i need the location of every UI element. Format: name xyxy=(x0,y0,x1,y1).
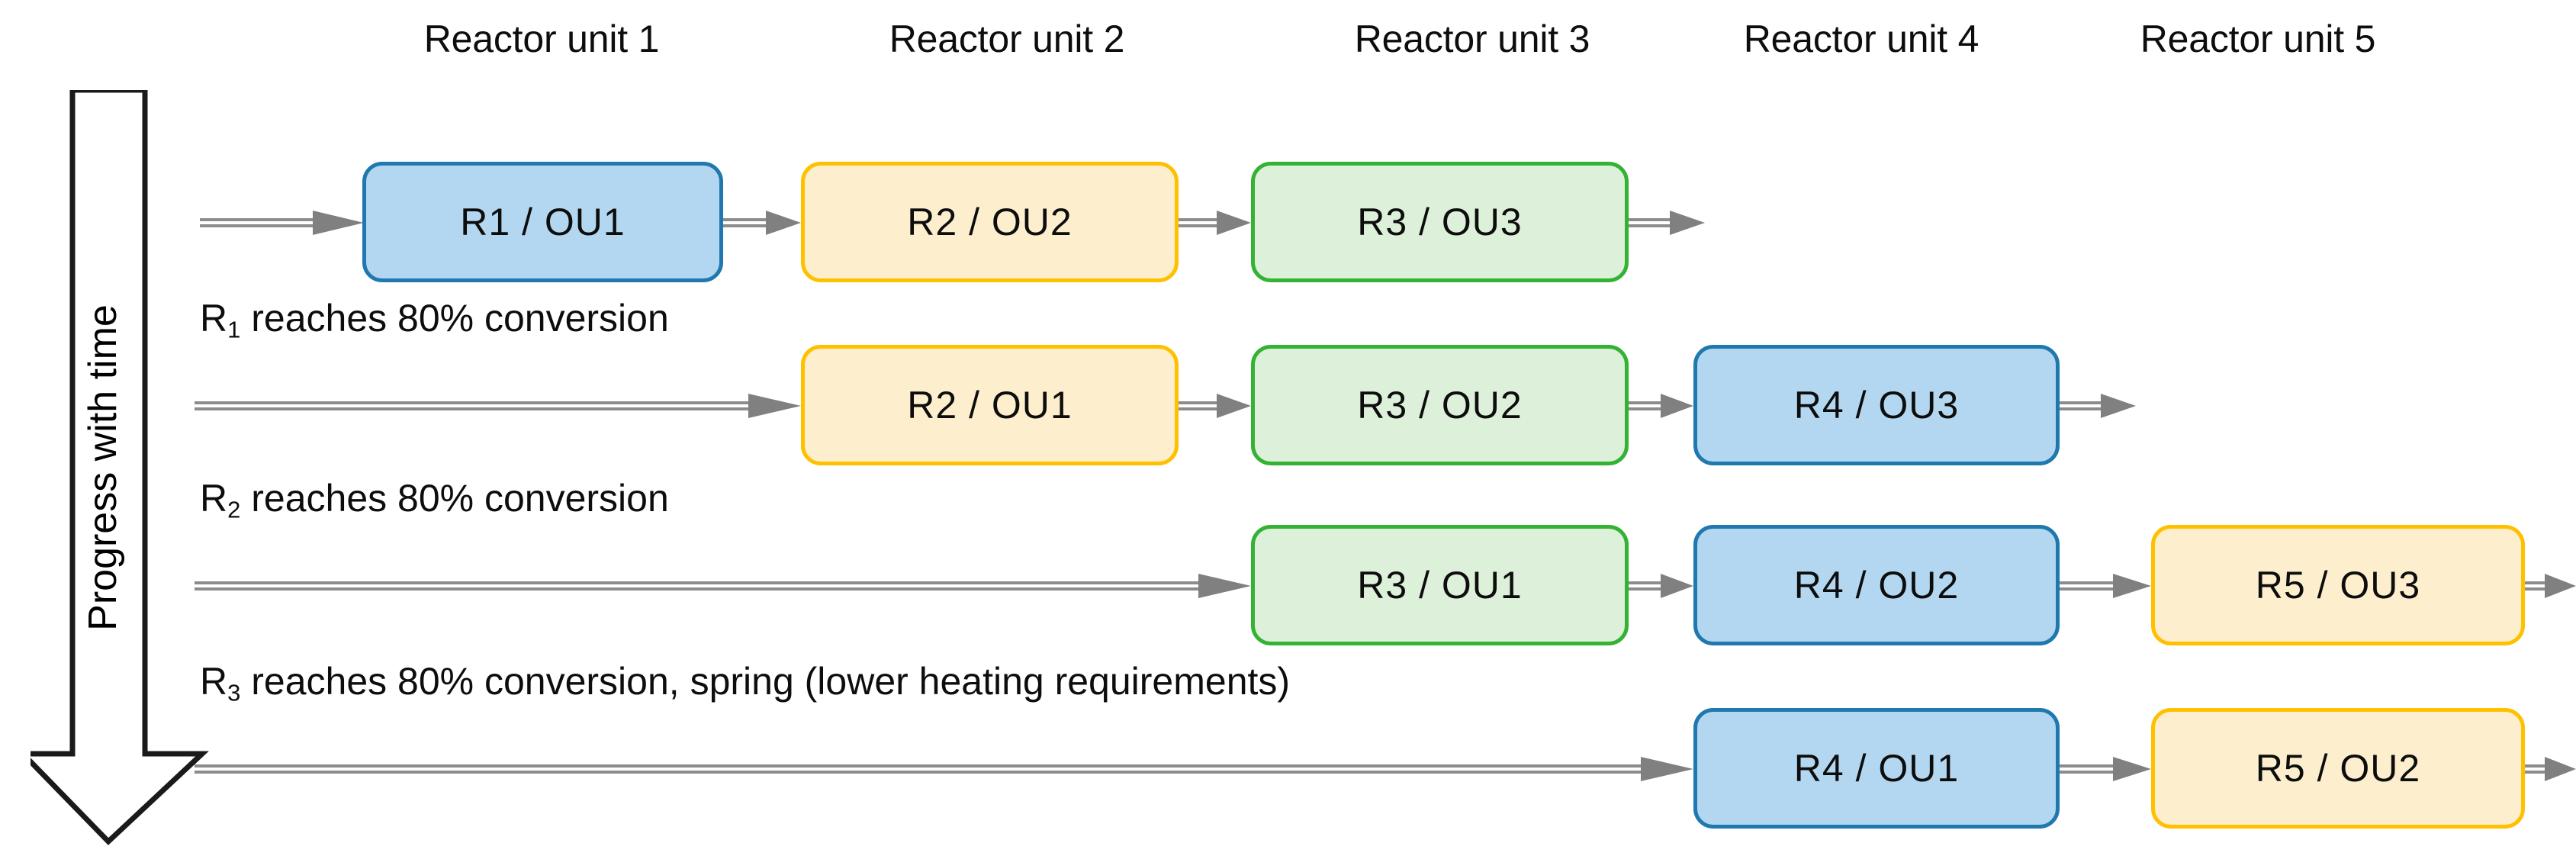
timeline-row-2: R1 reaches 80% conversion R2 / OU1 R3 / … xyxy=(0,299,2576,467)
row-label-r3-conversion: R3 reaches 80% conversion, spring (lower… xyxy=(200,662,1290,705)
feed-arrow-row-4 xyxy=(195,754,1693,784)
column-header-reactor-unit-5: Reactor unit 5 xyxy=(2140,18,2376,60)
process-box-r4-ou3[interactable]: R4 / OU3 xyxy=(1693,345,2060,465)
connector-arrow-row-3-a xyxy=(1629,571,1693,601)
feed-arrow-row-1 xyxy=(200,208,364,238)
process-box-r5-ou3[interactable]: R5 / OU3 xyxy=(2151,525,2525,645)
row-label-subscript: 2 xyxy=(227,497,241,523)
timeline-row-3: R2 reaches 80% conversion R3 / OU1 R4 / … xyxy=(0,479,2576,647)
row-label-r2-conversion: R2 reaches 80% conversion xyxy=(200,479,669,522)
column-header-reactor-unit-1: Reactor unit 1 xyxy=(423,18,660,60)
connector-arrow-r2-to-r3 xyxy=(1179,208,1251,238)
process-box-r3-ou1[interactable]: R3 / OU1 xyxy=(1251,525,1629,645)
process-box-r4-ou1[interactable]: R4 / OU1 xyxy=(1693,708,2060,829)
row-label-subscript: 1 xyxy=(227,317,241,343)
process-box-r3-ou3[interactable]: R3 / OU3 xyxy=(1251,162,1629,282)
timeline-row-1: R1 / OU1 R2 / OU2 R3 / OU3 xyxy=(0,162,2576,284)
process-box-r1-ou1[interactable]: R1 / OU1 xyxy=(362,162,723,282)
product-arrow-row-2 xyxy=(2060,391,2136,421)
connector-arrow-row-2-b xyxy=(1629,391,1693,421)
product-arrow-row-3 xyxy=(2525,571,2576,601)
connector-arrow-row-3-b xyxy=(2060,571,2151,601)
row-label-subscript: 3 xyxy=(227,680,241,706)
row-label-rest: reaches 80% conversion xyxy=(240,477,669,520)
connector-arrow-row-4-a xyxy=(2060,754,2151,784)
feed-arrow-row-3 xyxy=(195,571,1251,601)
process-box-r5-ou2[interactable]: R5 / OU2 xyxy=(2151,708,2525,829)
column-header-reactor-unit-4: Reactor unit 4 xyxy=(1743,18,1979,60)
row-label-base: R xyxy=(200,297,228,340)
product-arrow-row-4 xyxy=(2525,754,2576,784)
column-header-reactor-unit-2: Reactor unit 2 xyxy=(889,18,1125,60)
row-label-rest: reaches 80% conversion xyxy=(240,297,669,340)
row-label-base: R xyxy=(200,477,228,520)
connector-arrow-row-2-a xyxy=(1179,391,1251,421)
process-box-r2-ou1[interactable]: R2 / OU1 xyxy=(801,345,1179,465)
progress-with-time-arrow: Progress with time xyxy=(31,90,221,845)
process-box-r4-ou2[interactable]: R4 / OU2 xyxy=(1693,525,2060,645)
process-box-r3-ou2[interactable]: R3 / OU2 xyxy=(1251,345,1629,465)
process-box-r2-ou2[interactable]: R2 / OU2 xyxy=(801,162,1179,282)
timeline-row-4: R3 reaches 80% conversion, spring (lower… xyxy=(0,662,2576,830)
row-label-rest: reaches 80% conversion, spring (lower he… xyxy=(240,660,1291,703)
product-arrow-row-1 xyxy=(1629,208,1705,238)
row-label-base: R xyxy=(200,660,228,703)
column-header-reactor-unit-3: Reactor unit 3 xyxy=(1354,18,1590,60)
feed-arrow-row-2 xyxy=(195,391,801,421)
connector-arrow-r1-to-r2 xyxy=(723,208,801,238)
row-label-r1-conversion: R1 reaches 80% conversion xyxy=(200,299,669,342)
